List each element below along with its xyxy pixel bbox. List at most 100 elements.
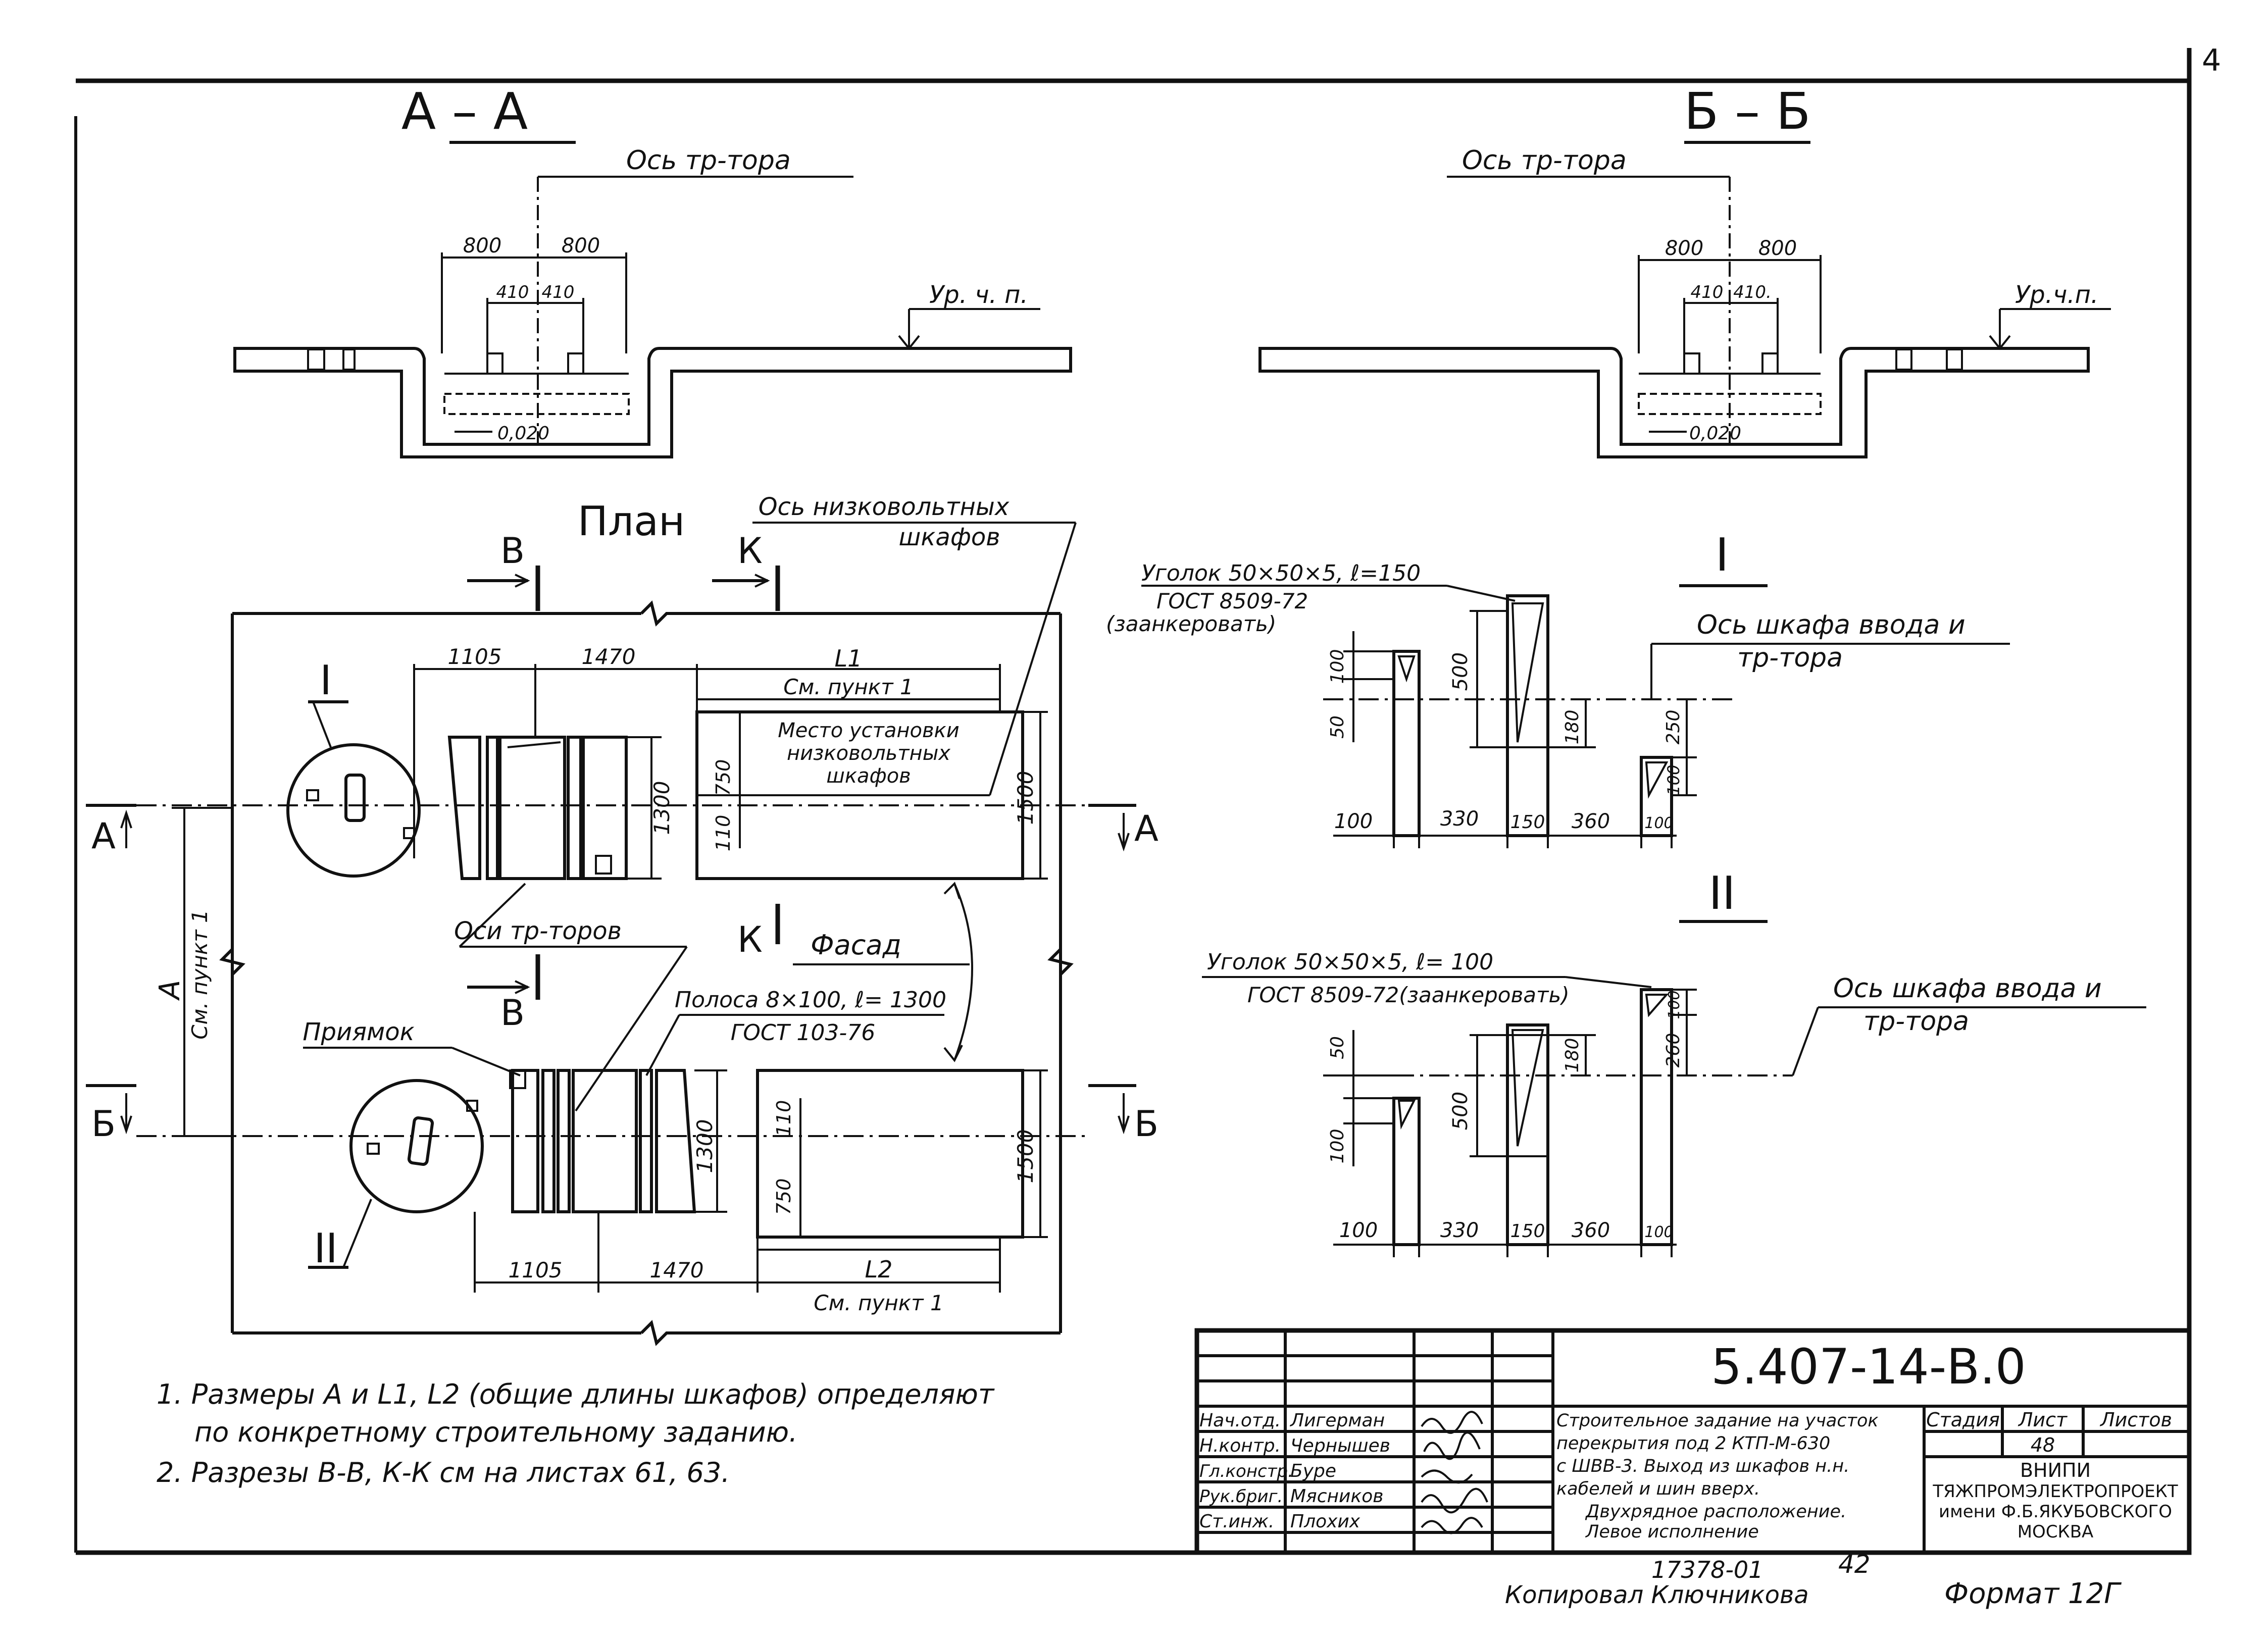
bb-dim-410-right: 410. bbox=[1733, 282, 1772, 302]
bb-level-label: Ур.ч.п. bbox=[2015, 281, 2098, 309]
detail-1-axis-1: Ось шкафа ввода и bbox=[1697, 610, 1965, 640]
footer-number: 42 bbox=[1838, 1550, 1871, 1579]
lower-dim-1300: 1300 bbox=[692, 1119, 717, 1173]
cut-k-top: К bbox=[737, 530, 763, 572]
cut-b-bottom: В bbox=[500, 992, 525, 1034]
tb-role-4: Ст.инж. bbox=[1199, 1511, 1274, 1532]
section-aa-axis-label: Ось тр-тора bbox=[626, 145, 791, 176]
cut-bb-right: Б bbox=[1134, 1103, 1158, 1145]
section-bb-title: Б – Б bbox=[1684, 82, 1811, 141]
tb-name-1: Чернышев bbox=[1290, 1435, 1390, 1456]
page-number: 4 bbox=[2202, 43, 2221, 78]
see-item-top: См. пункт 1 bbox=[783, 675, 913, 699]
note-2: 2. Разрезы В-В, К-К см на листах 61, 63. bbox=[157, 1457, 730, 1488]
bb-slope: 0,020 bbox=[1689, 423, 1741, 444]
lower-dim-1500: 1500 bbox=[1013, 1129, 1038, 1184]
cut-b-top: В bbox=[500, 530, 525, 572]
d1-dim-180: 180 bbox=[1562, 710, 1583, 745]
tb-desc-3: с ШВВ-3. Выход из шкафов н.н. bbox=[1556, 1456, 1849, 1476]
bottom-dim-1105: 1105 bbox=[509, 1258, 563, 1282]
strip-gost: ГОСТ 103-76 bbox=[731, 1020, 876, 1046]
aa-dim-800-left: 800 bbox=[463, 234, 501, 258]
lv-place-2: низковольтных bbox=[787, 742, 950, 765]
strip-label: Полоса 8×100, ℓ= 1300 bbox=[675, 987, 946, 1013]
tb-role-2: Гл.констр. bbox=[1199, 1461, 1293, 1481]
lv-axis-1: Ось низковольтных bbox=[759, 493, 1010, 521]
lv-place-3: шкафов bbox=[826, 764, 911, 788]
plan-view: План В К К В А А Б Б bbox=[86, 493, 1158, 1346]
facade-label: Фасад bbox=[811, 929, 901, 961]
tb-name-0: Лигерман bbox=[1289, 1410, 1385, 1431]
detail-2-axis-1: Ось шкафа ввода и bbox=[1833, 973, 2102, 1004]
detail-2-title: II bbox=[1708, 867, 1735, 920]
trench-circle-1 bbox=[286, 743, 421, 878]
footer-copied: Копировал Ключникова bbox=[1505, 1581, 1809, 1609]
upper-dim-1500: 1500 bbox=[1013, 771, 1038, 825]
tb-desc-5: Двухрядное расположение. bbox=[1585, 1502, 1846, 1522]
tb-org-2: ТЯЖПРОМЭЛЕКТРОПРОЕКТ bbox=[1932, 1481, 2178, 1502]
note-1b: по конкретному строительному заданию. bbox=[194, 1416, 797, 1448]
detail-2-gost: ГОСТ 8509-72(заанкеровать) bbox=[1247, 983, 1570, 1007]
tb-desc-4: кабелей и шин вверх. bbox=[1556, 1479, 1760, 1499]
aa-level-label: Ур. ч. п. bbox=[929, 281, 1028, 309]
d1-b-100r: 100 bbox=[1644, 814, 1673, 832]
detail-2-angle: Уголок 50×50×5, ℓ= 100 bbox=[1207, 949, 1493, 975]
d2-b-100: 100 bbox=[1339, 1219, 1378, 1242]
top-dim-1300: 1300 bbox=[649, 781, 674, 835]
tb-sheet-number: 48 bbox=[2031, 1434, 2055, 1456]
signature-1 bbox=[1423, 1431, 1481, 1460]
trench-circle-2 bbox=[349, 1079, 484, 1213]
d1-b-150: 150 bbox=[1510, 812, 1545, 833]
bb-dim-800-right: 800 bbox=[1758, 237, 1797, 260]
d2-b-150: 150 bbox=[1510, 1221, 1545, 1242]
tb-role-1: Н.контр. bbox=[1199, 1435, 1281, 1456]
footer-format: Формат 12Г bbox=[1944, 1577, 2122, 1610]
title-block: 5.407-14-В.0 Нач.отд. Лигерман Н.контр. … bbox=[1194, 1328, 2192, 1555]
d2-dim-100t: 100 bbox=[1666, 990, 1683, 1019]
upper-dim-750: 750 bbox=[712, 759, 734, 796]
tb-org-4: МОСКВА bbox=[2018, 1522, 2094, 1542]
d2-dim-180: 180 bbox=[1562, 1038, 1583, 1073]
section-bb-axis-label: Ось тр-тора bbox=[1462, 145, 1627, 176]
d2-dim-100: 100 bbox=[1327, 1129, 1348, 1164]
section-bb: Б – Б Ось тр-тора 800 800 410 410. 0,020… bbox=[1258, 82, 2111, 458]
bottom-dim-1470: 1470 bbox=[650, 1258, 704, 1282]
lower-dim-750: 750 bbox=[773, 1178, 795, 1215]
tb-desc-6: Левое исполнение bbox=[1585, 1522, 1759, 1542]
tb-name-4: Плохих bbox=[1290, 1511, 1360, 1532]
notes: 1. Размеры А и L1, L2 (общие длины шкафо… bbox=[157, 1378, 995, 1488]
tb-name-2: Буре bbox=[1290, 1461, 1336, 1481]
lower-dim-110: 110 bbox=[773, 1100, 795, 1137]
signature-0 bbox=[1421, 1411, 1483, 1434]
cut-k-bottom: К bbox=[737, 919, 763, 960]
tb-org-1: ВНИПИ bbox=[2020, 1459, 2091, 1481]
tb-desc-1: Строительное задание на участок bbox=[1556, 1411, 1879, 1431]
tb-sheets-header: Листов bbox=[2099, 1409, 2172, 1431]
signature-4 bbox=[1421, 1517, 1483, 1534]
detail-1-title: I bbox=[1716, 529, 1729, 582]
l1-label: L1 bbox=[835, 645, 863, 672]
d1-dim-100b: 100 bbox=[1664, 764, 1683, 795]
detail-2-axis-2: тр-тора bbox=[1863, 1006, 1969, 1037]
dim-a-label: А bbox=[154, 980, 186, 1001]
tb-desc-2: перекрытия под 2 КТП-М-630 bbox=[1556, 1433, 1830, 1454]
note-1a: 1. Размеры А и L1, L2 (общие длины шкафо… bbox=[157, 1378, 995, 1410]
lv-place-1: Место установки bbox=[778, 719, 959, 742]
tr-axes-label: Оси тр-торов bbox=[454, 917, 622, 945]
plan-title: План bbox=[578, 498, 685, 545]
d1-b-330: 330 bbox=[1440, 807, 1479, 831]
d2-dim-260: 260 bbox=[1663, 1033, 1684, 1068]
cut-a-right: А bbox=[1134, 808, 1158, 849]
detail-1-anchor: (заанкеровать) bbox=[1106, 611, 1276, 636]
signature-2 bbox=[1421, 1469, 1473, 1484]
lv-axis-2: шкафов bbox=[898, 523, 1000, 551]
roman-1-plan: I bbox=[320, 657, 332, 704]
aa-dim-800-right: 800 bbox=[562, 234, 600, 258]
cut-bb-left: Б bbox=[91, 1103, 116, 1145]
top-dim-1470: 1470 bbox=[582, 644, 636, 669]
aa-slope: 0,020 bbox=[497, 423, 549, 444]
tb-stage-header: Стадия bbox=[1926, 1409, 2000, 1431]
d1-dim-250: 250 bbox=[1663, 710, 1684, 745]
aa-dim-410-right: 410 bbox=[542, 282, 575, 302]
